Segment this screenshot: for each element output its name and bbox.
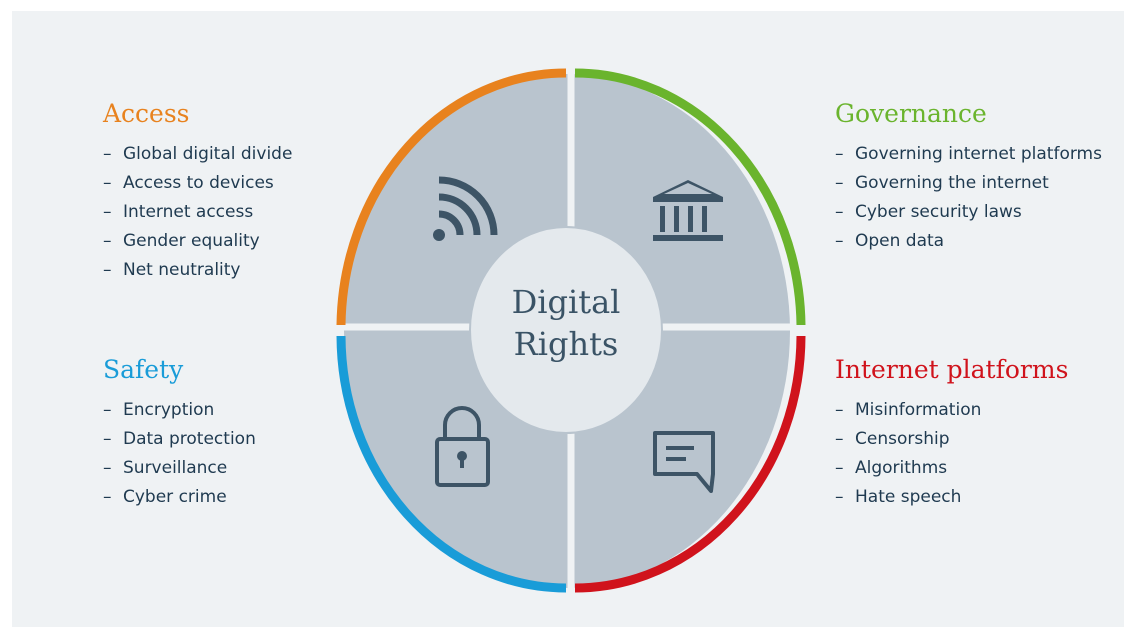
bullet-dash: – (103, 260, 112, 280)
bullet-dash: – (103, 458, 112, 478)
safety-section: Safety –Encryption–Data protection–Surve… (103, 355, 256, 512)
list-item: –Governing the internet (835, 169, 1102, 198)
bullet-dash: – (835, 231, 844, 251)
list-item-text: Cyber crime (123, 487, 227, 507)
center-title-line1: Digital (511, 283, 621, 321)
bullet-dash: – (835, 202, 844, 222)
list-item-text: Governing the internet (855, 173, 1049, 193)
list-item-text: Gender equality (123, 231, 260, 251)
bullet-dash: – (103, 231, 112, 251)
list-item-text: Censorship (855, 429, 950, 449)
bullet-dash: – (835, 458, 844, 478)
list-item-text: Cyber security laws (855, 202, 1022, 222)
list-item: –Misinformation (835, 396, 1068, 425)
bullet-dash: – (835, 144, 844, 164)
internet-platforms-arc (574, 335, 806, 593)
bullet-dash: – (835, 173, 844, 193)
list-item: –Encryption (103, 396, 256, 425)
list-item: –Surveillance (103, 454, 256, 483)
list-item: –Censorship (835, 425, 1068, 454)
list-item: –Governing internet platforms (835, 140, 1102, 169)
list-item: –Global digital divide (103, 140, 292, 169)
list-item-text: Data protection (123, 429, 256, 449)
list-item-text: Hate speech (855, 487, 962, 507)
safety-arc (336, 335, 567, 593)
internet-platforms-heading: Internet platforms (835, 355, 1069, 384)
list-item: –Internet access (103, 198, 292, 227)
access-arc (336, 68, 567, 326)
bullet-dash: – (103, 202, 112, 222)
list-item: –Open data (835, 227, 1102, 256)
internet-platforms-list: –Misinformation–Censorship–Algorithms–Ha… (835, 396, 1068, 512)
center-ellipse (469, 226, 663, 434)
list-item-text: Net neutrality (123, 260, 241, 280)
governance-arc (574, 68, 806, 326)
governance-section: Governance –Governing internet platforms… (835, 99, 1102, 256)
list-item: –Algorithms (835, 454, 1068, 483)
list-item: –Net neutrality (103, 256, 292, 285)
list-item: –Hate speech (835, 483, 1068, 512)
list-item-text: Algorithms (855, 458, 948, 478)
access-section: Access –Global digital divide–Access to … (103, 99, 292, 285)
safety-list: –Encryption–Data protection–Surveillance… (103, 396, 256, 512)
list-item: –Cyber crime (103, 483, 256, 512)
list-item-text: Open data (855, 231, 945, 251)
padlock-icon (435, 406, 490, 487)
bullet-dash: – (103, 173, 112, 193)
access-list: –Global digital divide–Access to devices… (103, 140, 292, 285)
center-title-line2: Rights (513, 325, 619, 363)
list-item-text: Encryption (123, 400, 215, 420)
center-title: Digital Rights (466, 281, 666, 365)
institution-building-icon (653, 180, 723, 241)
governance-list: –Governing internet platforms–Governing … (835, 140, 1102, 256)
wifi-signal-icon (433, 176, 498, 241)
bullet-dash: – (103, 144, 112, 164)
bullet-dash: – (835, 487, 844, 507)
list-item-text: Access to devices (123, 173, 274, 193)
speech-bubble-icon (653, 431, 715, 493)
bullet-dash: – (103, 400, 112, 420)
bullet-dash: – (103, 429, 112, 449)
list-item-text: Governing internet platforms (855, 144, 1102, 164)
bullet-dash: – (835, 429, 844, 449)
list-item: –Data protection (103, 425, 256, 454)
bullet-dash: – (103, 487, 112, 507)
access-heading: Access (103, 99, 190, 128)
list-item: –Gender equality (103, 227, 292, 256)
bullet-dash: – (835, 400, 844, 420)
safety-heading: Safety (103, 355, 184, 384)
digital-rights-wheel (336, 68, 806, 594)
list-item-text: Surveillance (123, 458, 228, 478)
list-item-text: Global digital divide (123, 144, 293, 164)
list-item: –Access to devices (103, 169, 292, 198)
internet-platforms-section: Internet platforms –Misinformation–Censo… (835, 355, 1068, 512)
list-item-text: Misinformation (855, 400, 982, 420)
list-item: –Cyber security laws (835, 198, 1102, 227)
list-item-text: Internet access (123, 202, 254, 222)
governance-heading: Governance (835, 99, 987, 128)
